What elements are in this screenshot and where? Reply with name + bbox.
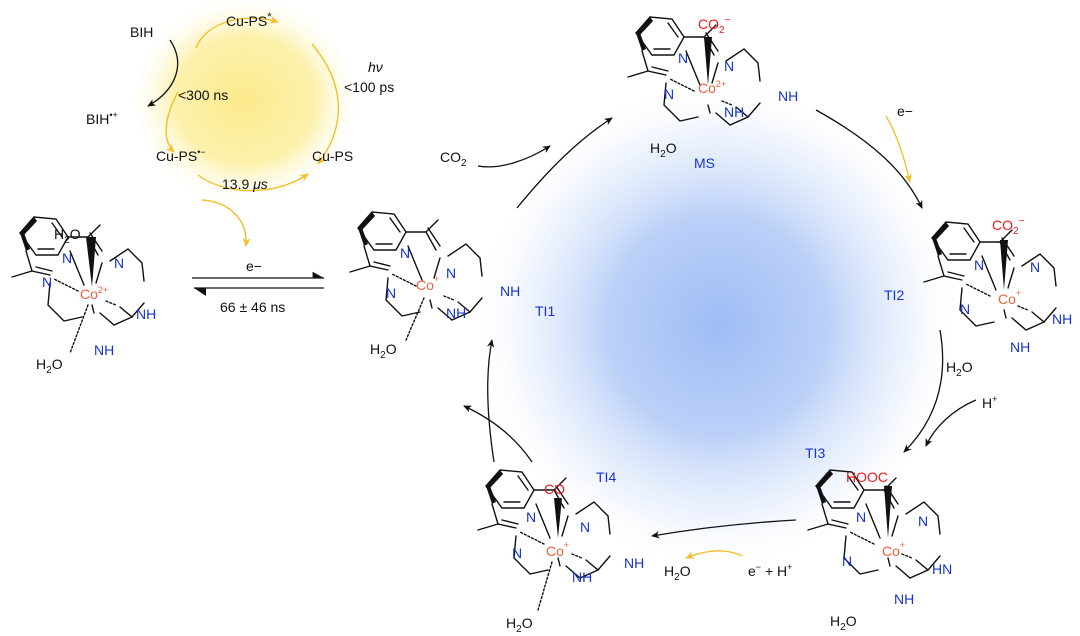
- equilibrium-e-label: e−: [246, 258, 262, 274]
- svg-text:N: N: [446, 265, 456, 281]
- svg-text:N: N: [664, 86, 674, 102]
- svg-text:NH: NH: [94, 342, 114, 358]
- label-ti3: TI3: [805, 445, 825, 461]
- svg-text:HOOC: HOOC: [846, 469, 888, 485]
- complex-ti3: HOOC N N N Co+ HN NH H2O: [807, 469, 952, 633]
- svg-text:NH: NH: [1052, 311, 1072, 327]
- svg-text:N: N: [386, 285, 396, 301]
- svg-text:NH: NH: [624, 555, 644, 571]
- svg-text:N: N: [918, 513, 928, 529]
- bih-label: BIH: [130, 24, 153, 40]
- svg-text:N: N: [512, 545, 522, 561]
- time-100ps: <100 ps: [344, 79, 394, 95]
- svg-text:H2O: H2O: [946, 359, 973, 379]
- cu-ps-reduced-label: Cu-PS•−: [156, 147, 206, 164]
- proton-1: H+: [982, 394, 997, 411]
- svg-text:NH: NH: [136, 306, 156, 322]
- svg-text:NH: NH: [724, 104, 744, 120]
- photocycle: BIH BIH•+ Cu-PS* Cu-PS Cu-PS•− hν <300 n…: [86, 11, 394, 247]
- svg-text:N: N: [856, 509, 866, 525]
- svg-text:Co+: Co+: [998, 288, 1021, 307]
- svg-text:H2O: H2O: [370, 341, 397, 361]
- svg-text:H2O: H2O: [650, 140, 677, 160]
- co2-reagent: CO2: [440, 149, 467, 169]
- cu-ps-star-label: Cu-PS*: [226, 11, 272, 29]
- cu-ps-label: Cu-PS: [312, 148, 353, 164]
- label-ti4: TI4: [596, 469, 616, 485]
- complex-ti2: CO2− N N N Co+ NH NH H2O: [923, 216, 1072, 379]
- time-300ns: <300 ns: [178, 87, 228, 103]
- equilibrium-rate: 66 ± 46 ns: [220, 299, 285, 315]
- svg-text:N: N: [974, 257, 984, 273]
- svg-text:NH: NH: [572, 569, 592, 585]
- electron-1: e−: [897, 103, 913, 119]
- svg-text:CO: CO: [544, 481, 565, 497]
- svg-text:N: N: [842, 553, 852, 569]
- bih-radical-label: BIH•+: [86, 110, 118, 127]
- hv-label: hν: [368, 59, 383, 75]
- svg-text:Co+: Co+: [546, 540, 569, 559]
- svg-text:N: N: [1030, 259, 1040, 275]
- svg-text:N: N: [580, 519, 590, 535]
- catalysis-glow: [473, 80, 963, 570]
- svg-text:NH: NH: [500, 283, 520, 299]
- svg-text:Co2+: Co2+: [698, 79, 726, 96]
- label-ti2: TI2: [884, 287, 904, 303]
- svg-text:NH: NH: [778, 88, 798, 104]
- water-product: H2O: [664, 563, 691, 583]
- cycle-arrows: CO2 e− H+ e− + H+ H2O: [440, 103, 997, 583]
- svg-text:Co+: Co+: [882, 540, 905, 559]
- complex-co2: H2O N N N Co2+ NH NH H2O: [11, 216, 156, 376]
- svg-text:NH: NH: [446, 305, 466, 321]
- label-ms: MS: [694, 155, 715, 171]
- svg-text:N: N: [62, 250, 72, 266]
- svg-text:H2O: H2O: [506, 615, 533, 635]
- complex-ti1: N N N Co+ NH NH H2O: [349, 211, 520, 361]
- svg-text:N: N: [114, 255, 124, 271]
- svg-text:N: N: [960, 301, 970, 317]
- svg-text:H2O: H2O: [54, 226, 81, 246]
- svg-text:Co2+: Co2+: [80, 285, 108, 302]
- label-ti1: TI1: [535, 303, 555, 319]
- svg-text:NH: NH: [1010, 339, 1030, 355]
- photocycle-glow: [127, 0, 363, 208]
- svg-text:CO2−: CO2−: [992, 216, 1025, 237]
- svg-text:N: N: [400, 245, 410, 261]
- equilibrium-arrows: e− 66 ± 46 ns: [192, 258, 324, 315]
- svg-text:N: N: [42, 274, 52, 290]
- svg-text:CO2−: CO2−: [698, 15, 731, 36]
- complex-ms: CO2− N N N Co2+ NH NH H2O: [627, 15, 798, 160]
- svg-text:H2O: H2O: [830, 613, 857, 633]
- svg-text:N: N: [526, 509, 536, 525]
- svg-text:H2O: H2O: [36, 356, 63, 376]
- electron-proton: e− + H+: [748, 562, 792, 579]
- svg-text:Co+: Co+: [416, 274, 439, 293]
- svg-text:N: N: [678, 50, 688, 66]
- complex-ti4: CO N N N Co+ NH NH H2O: [477, 469, 644, 635]
- svg-text:NH: NH: [894, 591, 914, 607]
- svg-text:HN: HN: [932, 561, 952, 577]
- time-13us: 13.9 μs: [222, 176, 268, 192]
- svg-text:N: N: [724, 58, 734, 74]
